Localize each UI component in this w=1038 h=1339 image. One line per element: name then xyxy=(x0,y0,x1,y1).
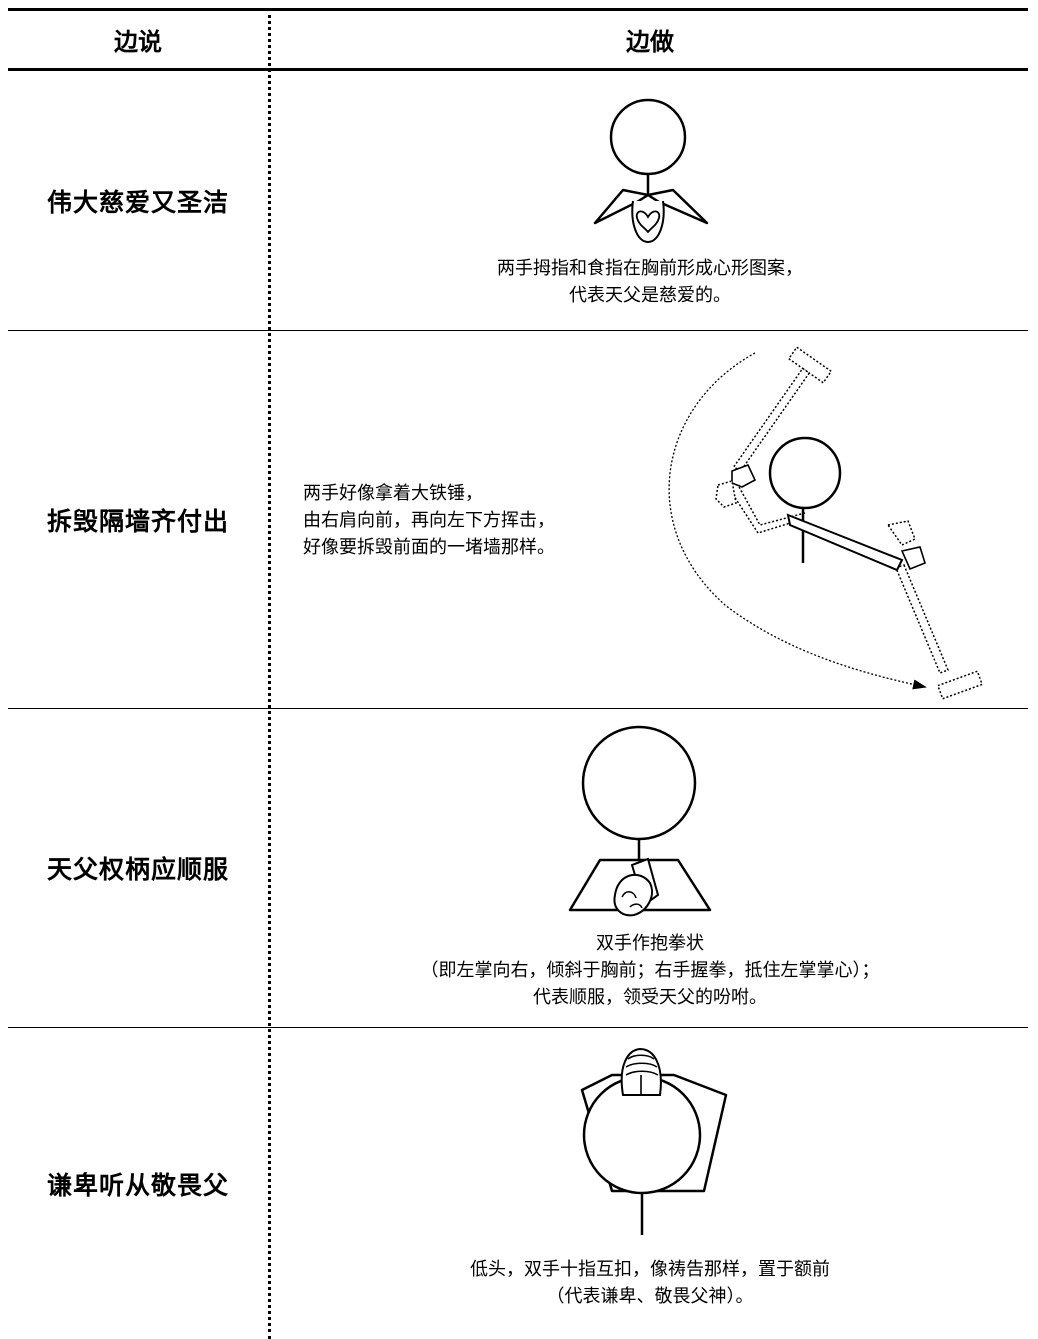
row-say-1: 伟大慈爱又圣洁 xyxy=(46,187,229,217)
row-do-1-line-2: 代表天父是慈爱的。 xyxy=(569,285,731,306)
column-divider xyxy=(268,8,271,1339)
row-divider-2 xyxy=(8,708,1028,709)
row-do-2-line-2: 由右肩向前，再向左下方挥击， xyxy=(303,510,555,531)
row-do-4-line-1: 低头，双手十指互扣，像祷告那样，置于额前 xyxy=(470,1259,830,1280)
hammer-swing-figure xyxy=(668,346,984,700)
row-do-1: 两手拇指和食指在胸前形成心形图案， 代表天父是慈爱的。 xyxy=(272,255,1028,309)
row-do-1-line-1: 两手拇指和食指在胸前形成心形图案， xyxy=(497,258,803,279)
row-say-3: 天父权柄应顺服 xyxy=(46,855,229,884)
row-do-3: 双手作抱拳状 （即左掌向右，倾斜于胸前；右手握拳，抵住左掌掌心）； 代表顺服，领… xyxy=(272,930,1028,1011)
row-do-4-line-2: （代表谦卑、敬畏父神）。 xyxy=(546,1286,754,1307)
row-do-3-line-2: （即左掌向右，倾斜于胸前；右手握拳，抵住左掌掌心）； xyxy=(420,960,880,981)
praying-hands-figure xyxy=(580,1047,728,1235)
fist-in-palm-figure xyxy=(568,725,712,917)
header-bottom-border xyxy=(8,68,1028,71)
header-do: 边做 xyxy=(626,27,674,56)
row-do-4: 低头，双手十指互扣，像祷告那样，置于额前 （代表谦卑、敬畏父神）。 xyxy=(272,1256,1028,1310)
row-do-2-line-1: 两手好像拿着大铁锤， xyxy=(303,483,483,504)
table-top-border xyxy=(8,8,1028,11)
header-say: 边说 xyxy=(114,27,162,56)
row-say-4: 谦卑听从敬畏父 xyxy=(46,1170,229,1200)
row-do-2-line-3: 好像要拆毁前面的一堵墙那样。 xyxy=(303,537,555,558)
row-do-3-line-1: 双手作抱拳状 xyxy=(596,933,704,954)
row-divider-1 xyxy=(8,330,1028,331)
row-do-2: 两手好像拿着大铁锤， 由右肩向前，再向左下方挥击， 好像要拆毁前面的一堵墙那样。 xyxy=(303,480,555,561)
row-say-2: 拆毁隔墙齐付出 xyxy=(46,506,229,536)
row-divider-3 xyxy=(8,1027,1028,1028)
heart-hands-figure xyxy=(593,98,709,244)
row-do-3-line-3: 代表顺服，领受天父的吩咐。 xyxy=(533,987,767,1008)
